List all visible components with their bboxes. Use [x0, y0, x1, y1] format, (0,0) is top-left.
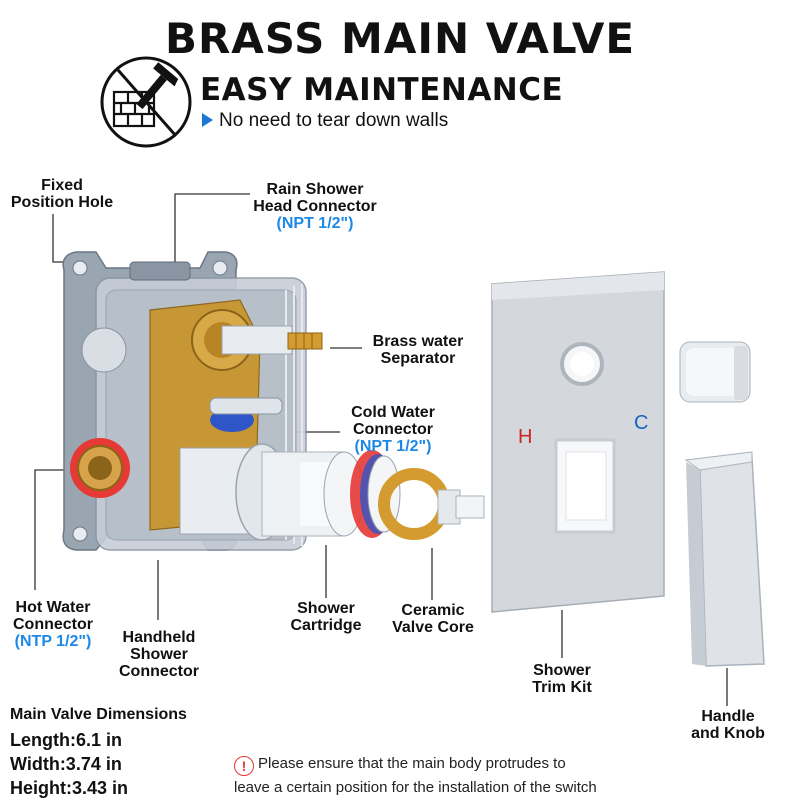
label-line: Position Hole [10, 194, 114, 211]
label-line: Cold Water [351, 404, 435, 421]
label-line: Rain Shower [266, 181, 364, 198]
label-line: Trim Kit [532, 679, 592, 696]
installation-warning: !Please ensure that the main body protru… [234, 752, 597, 799]
warning-line-2: leave a certain position for the install… [234, 779, 597, 796]
label-line: and Knob [691, 725, 765, 742]
warning-line-1: Please ensure that the main body protrud… [258, 755, 566, 772]
dimensions-block: Main Valve Dimensions Length:6.1 in Widt… [10, 706, 187, 800]
trim-cold-mark: C [634, 412, 649, 434]
label-line: Cartridge [290, 617, 362, 634]
wall-hammer-icon [100, 56, 192, 148]
label-line: Shower [130, 646, 188, 663]
label-line: Connector [13, 616, 93, 633]
label-line: Ceramic [401, 602, 465, 619]
dimension-width: Width:3.74 in [10, 754, 122, 774]
handle [684, 451, 765, 667]
label-shower-trim-kit: Shower Trim Kit [514, 662, 610, 696]
warning-icon: ! [234, 756, 254, 776]
label-line: Valve Core [392, 619, 474, 636]
shower-trim-kit [491, 271, 665, 613]
label-line: Head Connector [253, 198, 377, 215]
knob [679, 341, 751, 403]
label-line: Fixed [41, 177, 83, 194]
label-line: Handle [701, 708, 755, 725]
label-line: Connector [119, 663, 199, 680]
arrow-right-icon [202, 113, 213, 127]
label-handle-and-knob: Handle and Knob [680, 708, 776, 742]
label-shower-cartridge: Shower Cartridge [276, 600, 376, 634]
label-line: Shower [297, 600, 355, 617]
label-spec: (NPT 1/2") [354, 438, 432, 455]
label-line: Hot Water [15, 599, 91, 616]
page-title: BRASS MAIN VALVE [164, 14, 636, 63]
label-fixed-position-hole: Fixed Position Hole [4, 177, 120, 211]
label-line: Handheld [122, 629, 196, 646]
label-ceramic-valve-core: Ceramic Valve Core [380, 602, 486, 636]
dimensions-heading: Main Valve Dimensions [10, 706, 187, 723]
label-brass-water-separator: Brass water Separator [362, 333, 474, 367]
ceramic-valve-core [378, 468, 485, 540]
label-spec: (NTP 1/2") [14, 633, 92, 650]
label-line: Connector [353, 421, 433, 438]
label-line: Brass water [372, 333, 464, 350]
label-rain-shower-connector: Rain Shower Head Connector (NPT 1/2") [240, 181, 390, 232]
feature-note: No need to tear down walls [202, 110, 448, 132]
dimension-length: Length:6.1 in [10, 730, 122, 750]
note-text: No need to tear down walls [219, 110, 449, 131]
label-line: Separator [380, 350, 456, 367]
label-hot-water-connector: Hot Water Connector (NTP 1/2") [0, 599, 106, 650]
dimension-height: Height:3.43 in [10, 778, 129, 798]
label-handheld-connector: Handheld Shower Connector [106, 629, 212, 680]
trim-hot-mark: H [518, 426, 533, 448]
leader-lines [34, 193, 728, 706]
label-line: Shower [533, 662, 591, 679]
label-cold-water-connector: Cold Water Connector (NPT 1/2") [338, 404, 448, 455]
subtitle: EASY MAINTENANCE [200, 72, 564, 108]
label-spec: (NPT 1/2") [276, 215, 354, 232]
shower-cartridge [235, 443, 401, 541]
